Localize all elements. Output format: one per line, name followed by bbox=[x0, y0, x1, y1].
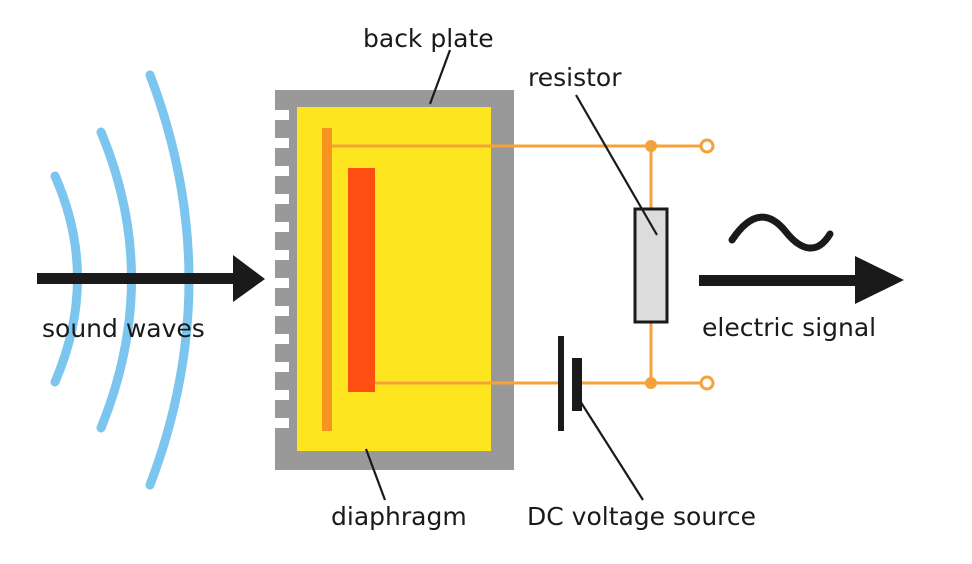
output-terminal-bottom bbox=[699, 375, 715, 391]
junction-dot-top bbox=[645, 140, 657, 152]
back-plate-label: back plate bbox=[363, 24, 494, 53]
leader-line-dc-source bbox=[574, 392, 644, 501]
dc-voltage-source-label: DC voltage source bbox=[527, 502, 756, 531]
leader-line-resistor bbox=[575, 94, 658, 236]
circuit-wires bbox=[332, 144, 700, 385]
back-plate-electrode bbox=[348, 168, 375, 392]
signal-output-arrow bbox=[699, 256, 904, 304]
signal-sine-icon bbox=[728, 213, 834, 252]
electric-signal-label: electric signal bbox=[702, 313, 876, 342]
leader-lines bbox=[364, 49, 658, 501]
resistor-label: resistor bbox=[528, 63, 622, 92]
resistor-component bbox=[633, 207, 669, 324]
dc-voltage-source-symbol bbox=[558, 336, 582, 431]
junction-dot-bottom bbox=[645, 377, 657, 389]
housing-front-slots bbox=[275, 110, 289, 428]
diaphragm-membrane bbox=[322, 128, 332, 431]
leader-line-back-plate bbox=[428, 49, 452, 105]
sound-waves-label: sound waves bbox=[42, 314, 205, 343]
sound-input-arrow bbox=[37, 255, 265, 302]
leader-line-diaphragm bbox=[364, 448, 387, 501]
output-terminal-top bbox=[699, 138, 715, 154]
diaphragm-label: diaphragm bbox=[331, 502, 467, 531]
